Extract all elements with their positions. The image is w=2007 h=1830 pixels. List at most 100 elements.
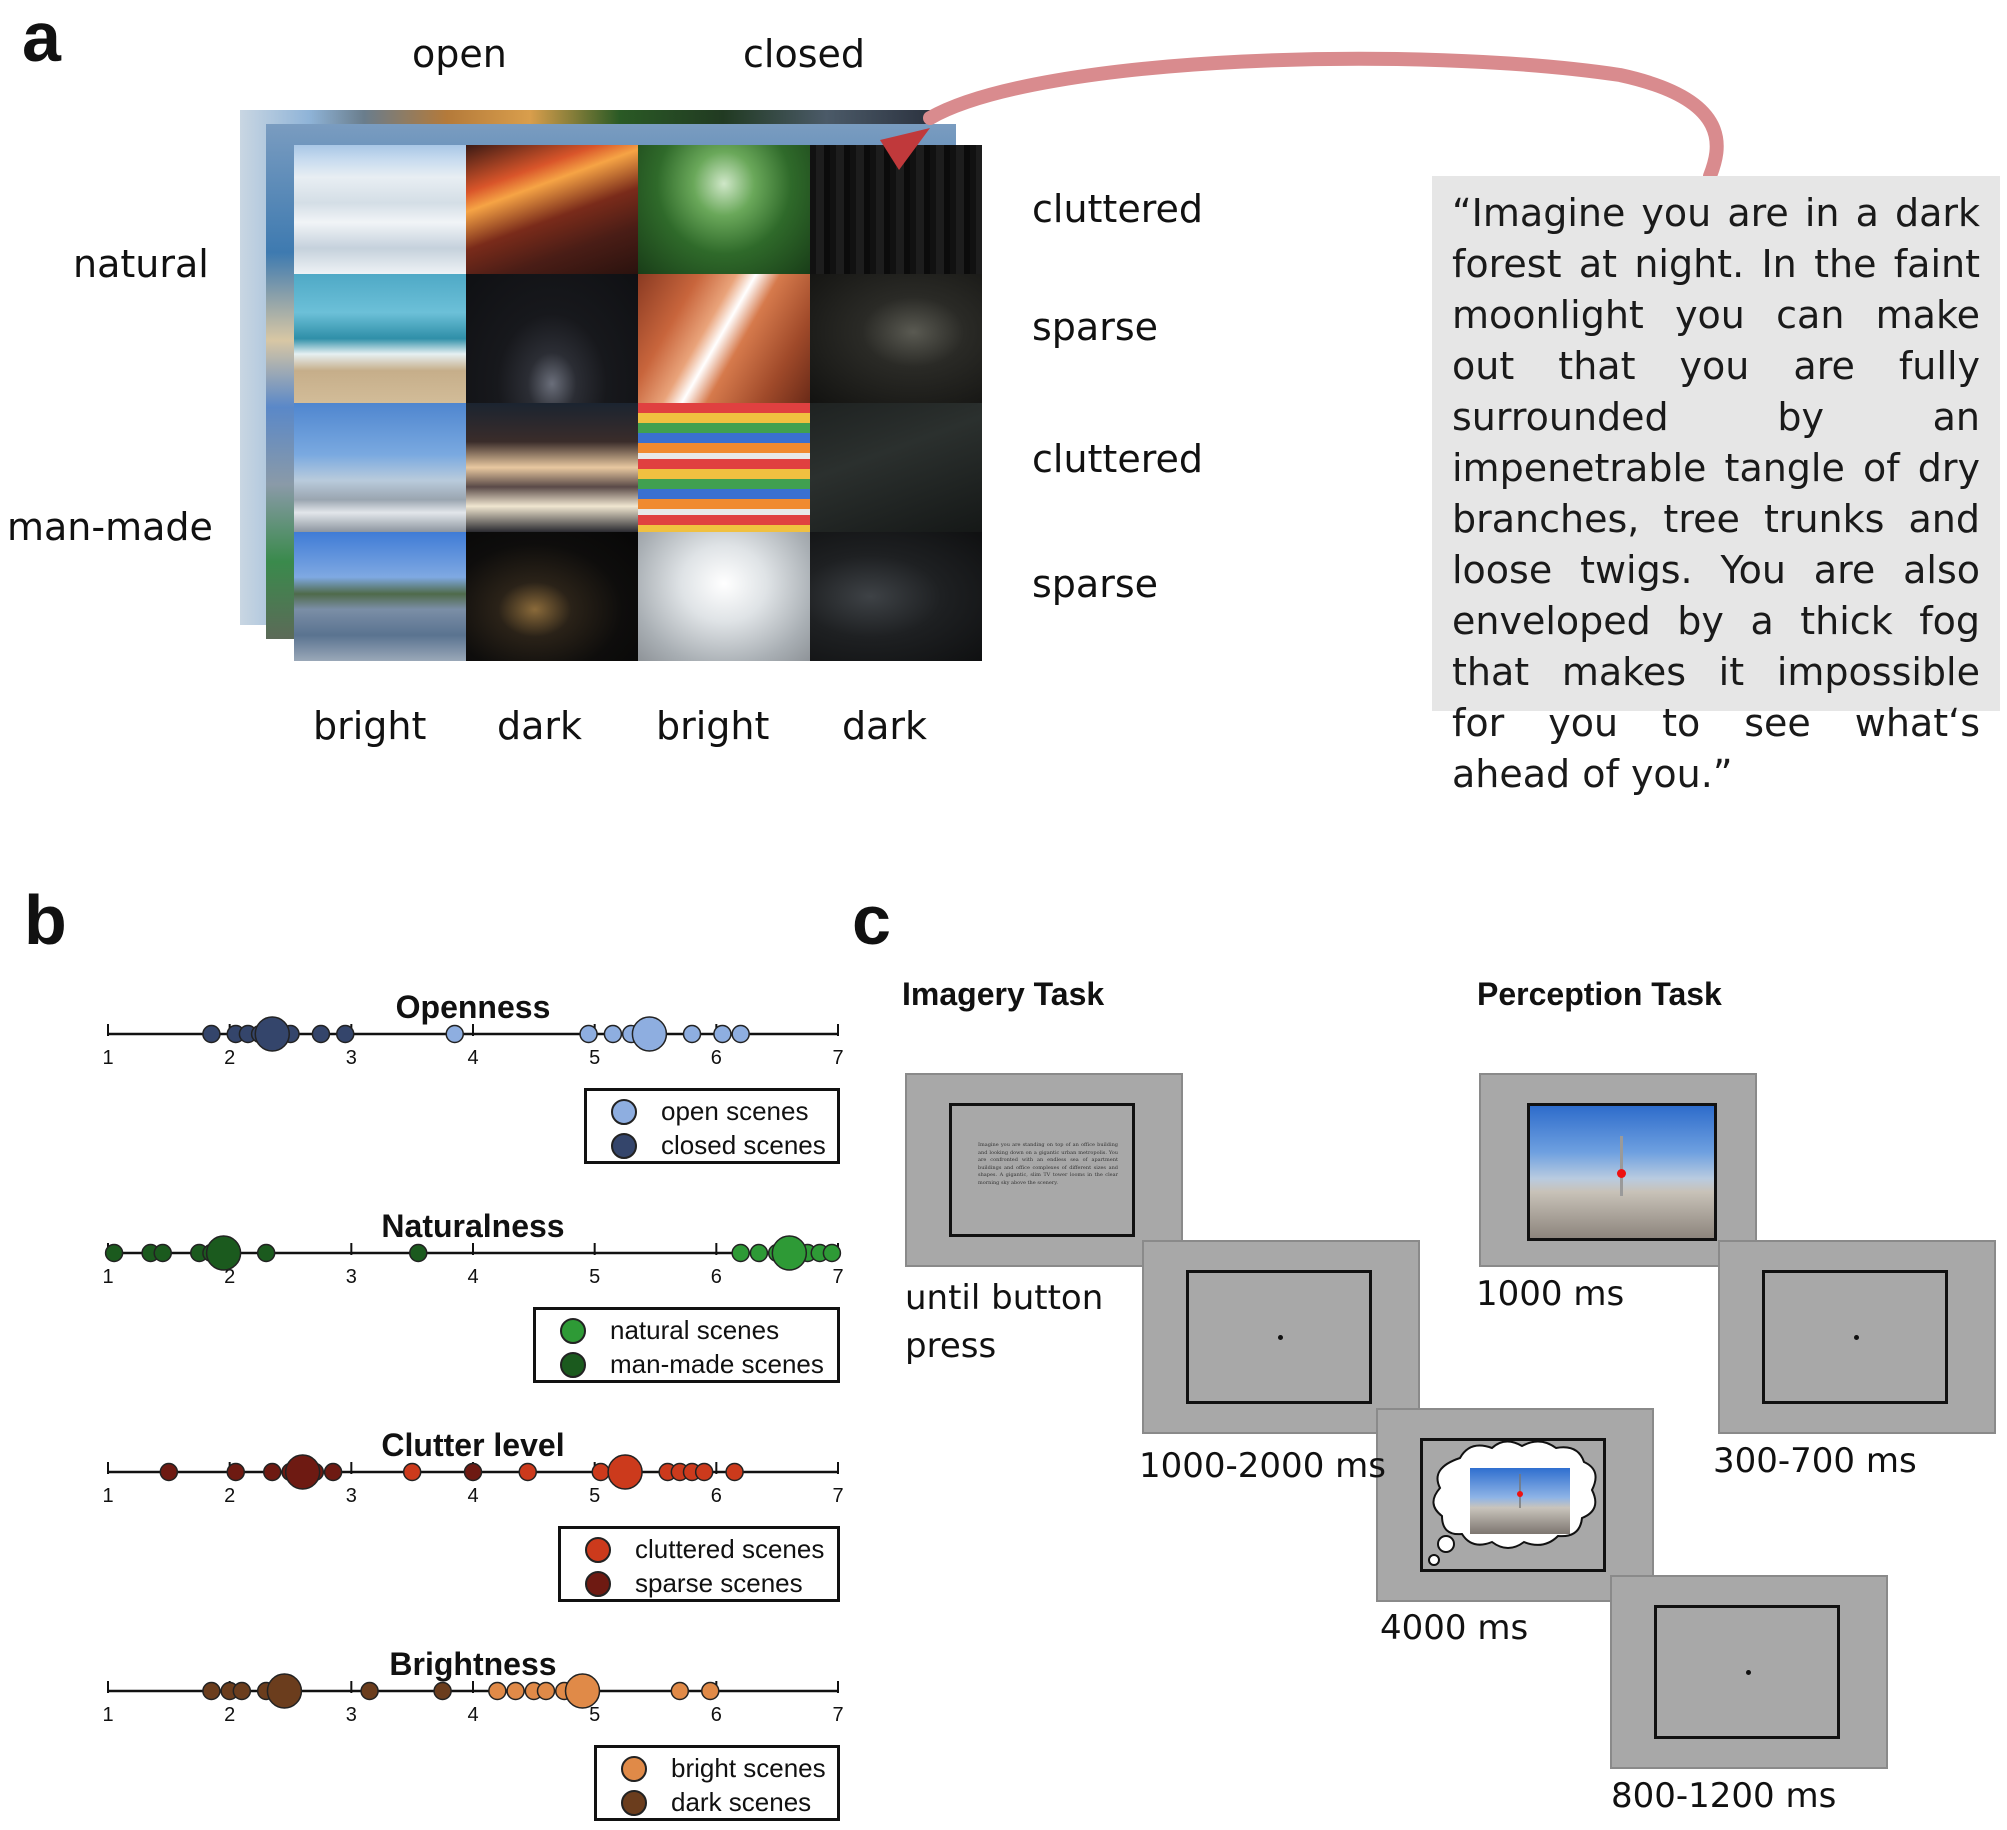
scene-image-supermarket bbox=[638, 403, 810, 532]
data-point bbox=[336, 1024, 355, 1044]
axis-tick-label: 2 bbox=[224, 1266, 235, 1288]
imagined-fixation-red bbox=[1517, 1491, 1523, 1497]
axis-tick-label: 1 bbox=[102, 1704, 113, 1726]
axis-tick-label: 4 bbox=[467, 1704, 478, 1726]
legend-dot-dark bbox=[621, 1789, 647, 1816]
axis-tick-label: 3 bbox=[346, 1266, 357, 1288]
data-point bbox=[682, 1024, 702, 1044]
mean-point bbox=[266, 1673, 303, 1709]
perception-image-frame bbox=[1527, 1103, 1717, 1241]
data-point bbox=[202, 1681, 221, 1701]
legend-dot-closed bbox=[611, 1132, 637, 1159]
mean-point bbox=[564, 1673, 601, 1709]
label-1000ms: 1000 ms bbox=[1476, 1274, 1625, 1314]
imagery-screen-imagine bbox=[1376, 1408, 1654, 1602]
data-point bbox=[670, 1681, 690, 1701]
data-point bbox=[731, 1243, 750, 1263]
legend-label-dark: dark scenes bbox=[671, 1787, 812, 1817]
legend-dot-sparse bbox=[585, 1570, 611, 1597]
mean-point bbox=[254, 1016, 290, 1052]
axis-tick-label: 4 bbox=[467, 1485, 478, 1507]
scene-image-dark-corridor bbox=[810, 532, 982, 661]
data-point bbox=[518, 1462, 537, 1482]
col-label-bright-2: bright bbox=[656, 704, 770, 748]
quote-arrowhead bbox=[880, 128, 930, 170]
legend-label-natural: natural scenes bbox=[610, 1315, 780, 1345]
data-point bbox=[701, 1681, 720, 1701]
scene-image-night-desert bbox=[466, 274, 638, 403]
plot-title-clutter-level: Clutter level bbox=[381, 1427, 564, 1463]
data-point bbox=[731, 1024, 750, 1044]
legend-naturalness: natural scenes man-made scenes bbox=[533, 1307, 840, 1383]
axis-tick-label: 3 bbox=[346, 1485, 357, 1507]
data-point bbox=[603, 1024, 623, 1044]
scene-image-dark-room bbox=[810, 403, 982, 532]
legend-brightness: bright scenes dark scenes bbox=[594, 1745, 840, 1821]
axis-tick-label: 3 bbox=[346, 1047, 357, 1069]
legend-label-manmade: man-made scenes bbox=[610, 1349, 824, 1379]
axis-tick-label: 6 bbox=[711, 1485, 722, 1507]
scene-image-parking-garage bbox=[638, 532, 810, 661]
scene-image-city-tower bbox=[294, 403, 466, 532]
scene-image-jungle-waterfall bbox=[638, 145, 810, 274]
fixation-dot bbox=[1854, 1335, 1859, 1340]
data-point bbox=[433, 1681, 452, 1701]
legend-dot-cluttered bbox=[585, 1536, 611, 1563]
perception-fixation-frame-1 bbox=[1762, 1270, 1948, 1404]
perception-screen-image bbox=[1479, 1073, 1757, 1267]
data-point bbox=[263, 1462, 282, 1482]
legend-label-cluttered: cluttered scenes bbox=[635, 1534, 825, 1564]
data-point bbox=[159, 1462, 179, 1482]
data-point bbox=[749, 1243, 769, 1263]
row-label-man-made: man-made bbox=[7, 505, 213, 549]
scene-image-traffic-jam bbox=[466, 403, 638, 532]
mean-point bbox=[771, 1235, 808, 1271]
axis-tick-label: 7 bbox=[832, 1485, 843, 1507]
imagery-text-frame: Imagine you are standing on top of an of… bbox=[949, 1103, 1135, 1237]
data-point bbox=[694, 1462, 714, 1482]
fixation-dot bbox=[1746, 1670, 1751, 1675]
data-point bbox=[311, 1024, 331, 1044]
axis-tick-label: 7 bbox=[832, 1704, 843, 1726]
axis-tick-label: 5 bbox=[589, 1485, 600, 1507]
data-point bbox=[360, 1681, 379, 1701]
data-point bbox=[104, 1243, 124, 1263]
scene-image-grid bbox=[294, 145, 982, 661]
mean-point bbox=[284, 1454, 321, 1490]
axis-tick-label: 5 bbox=[589, 1266, 600, 1288]
col-label-dark-1: dark bbox=[497, 704, 583, 748]
label-800-1200ms: 800-1200 ms bbox=[1611, 1776, 1837, 1816]
axis-tick-label: 7 bbox=[832, 1266, 843, 1288]
data-point bbox=[822, 1243, 842, 1263]
data-point bbox=[488, 1681, 507, 1701]
thought-bubble bbox=[1428, 1441, 1597, 1566]
imagery-quote-box: “Imagine you are in a dark forest at nig… bbox=[1432, 176, 2000, 796]
axis-tick-label: 4 bbox=[467, 1047, 478, 1069]
legend-label-sparse: sparse scenes bbox=[635, 1568, 803, 1598]
legend-openness: open scenes closed scenes bbox=[584, 1088, 840, 1164]
axis-tick-label: 1 bbox=[102, 1047, 113, 1069]
scene-image-tennis-court bbox=[294, 532, 466, 661]
col-label-open: open bbox=[412, 32, 507, 76]
plot-title-naturalness: Naturalness bbox=[381, 1208, 564, 1244]
data-point bbox=[323, 1462, 343, 1482]
axis-tick-label: 3 bbox=[346, 1704, 357, 1726]
panel-c-letter: c bbox=[852, 881, 891, 959]
mean-point bbox=[205, 1235, 242, 1271]
scene-image-dark-forest bbox=[810, 145, 982, 274]
legend-label-bright: bright scenes bbox=[671, 1753, 826, 1783]
legend-dot-open bbox=[611, 1098, 637, 1125]
axis-tick-label: 5 bbox=[589, 1047, 600, 1069]
perceived-tower bbox=[1620, 1136, 1623, 1196]
col-label-bright-1: bright bbox=[313, 704, 427, 748]
label-until-button-2: press bbox=[905, 1326, 997, 1366]
imagery-imagine-frame bbox=[1420, 1438, 1606, 1572]
quote-arrow-path bbox=[923, 51, 1724, 183]
axis-tick-label: 2 bbox=[224, 1704, 235, 1726]
data-point bbox=[202, 1024, 221, 1044]
thought-bubble-dot-small bbox=[1428, 1554, 1440, 1566]
axis-tick-label: 6 bbox=[711, 1704, 722, 1726]
row-label-sparse-1: sparse bbox=[1032, 305, 1159, 349]
legend-label-closed: closed scenes bbox=[661, 1130, 826, 1160]
label-300-700ms: 300-700 ms bbox=[1713, 1441, 1917, 1481]
